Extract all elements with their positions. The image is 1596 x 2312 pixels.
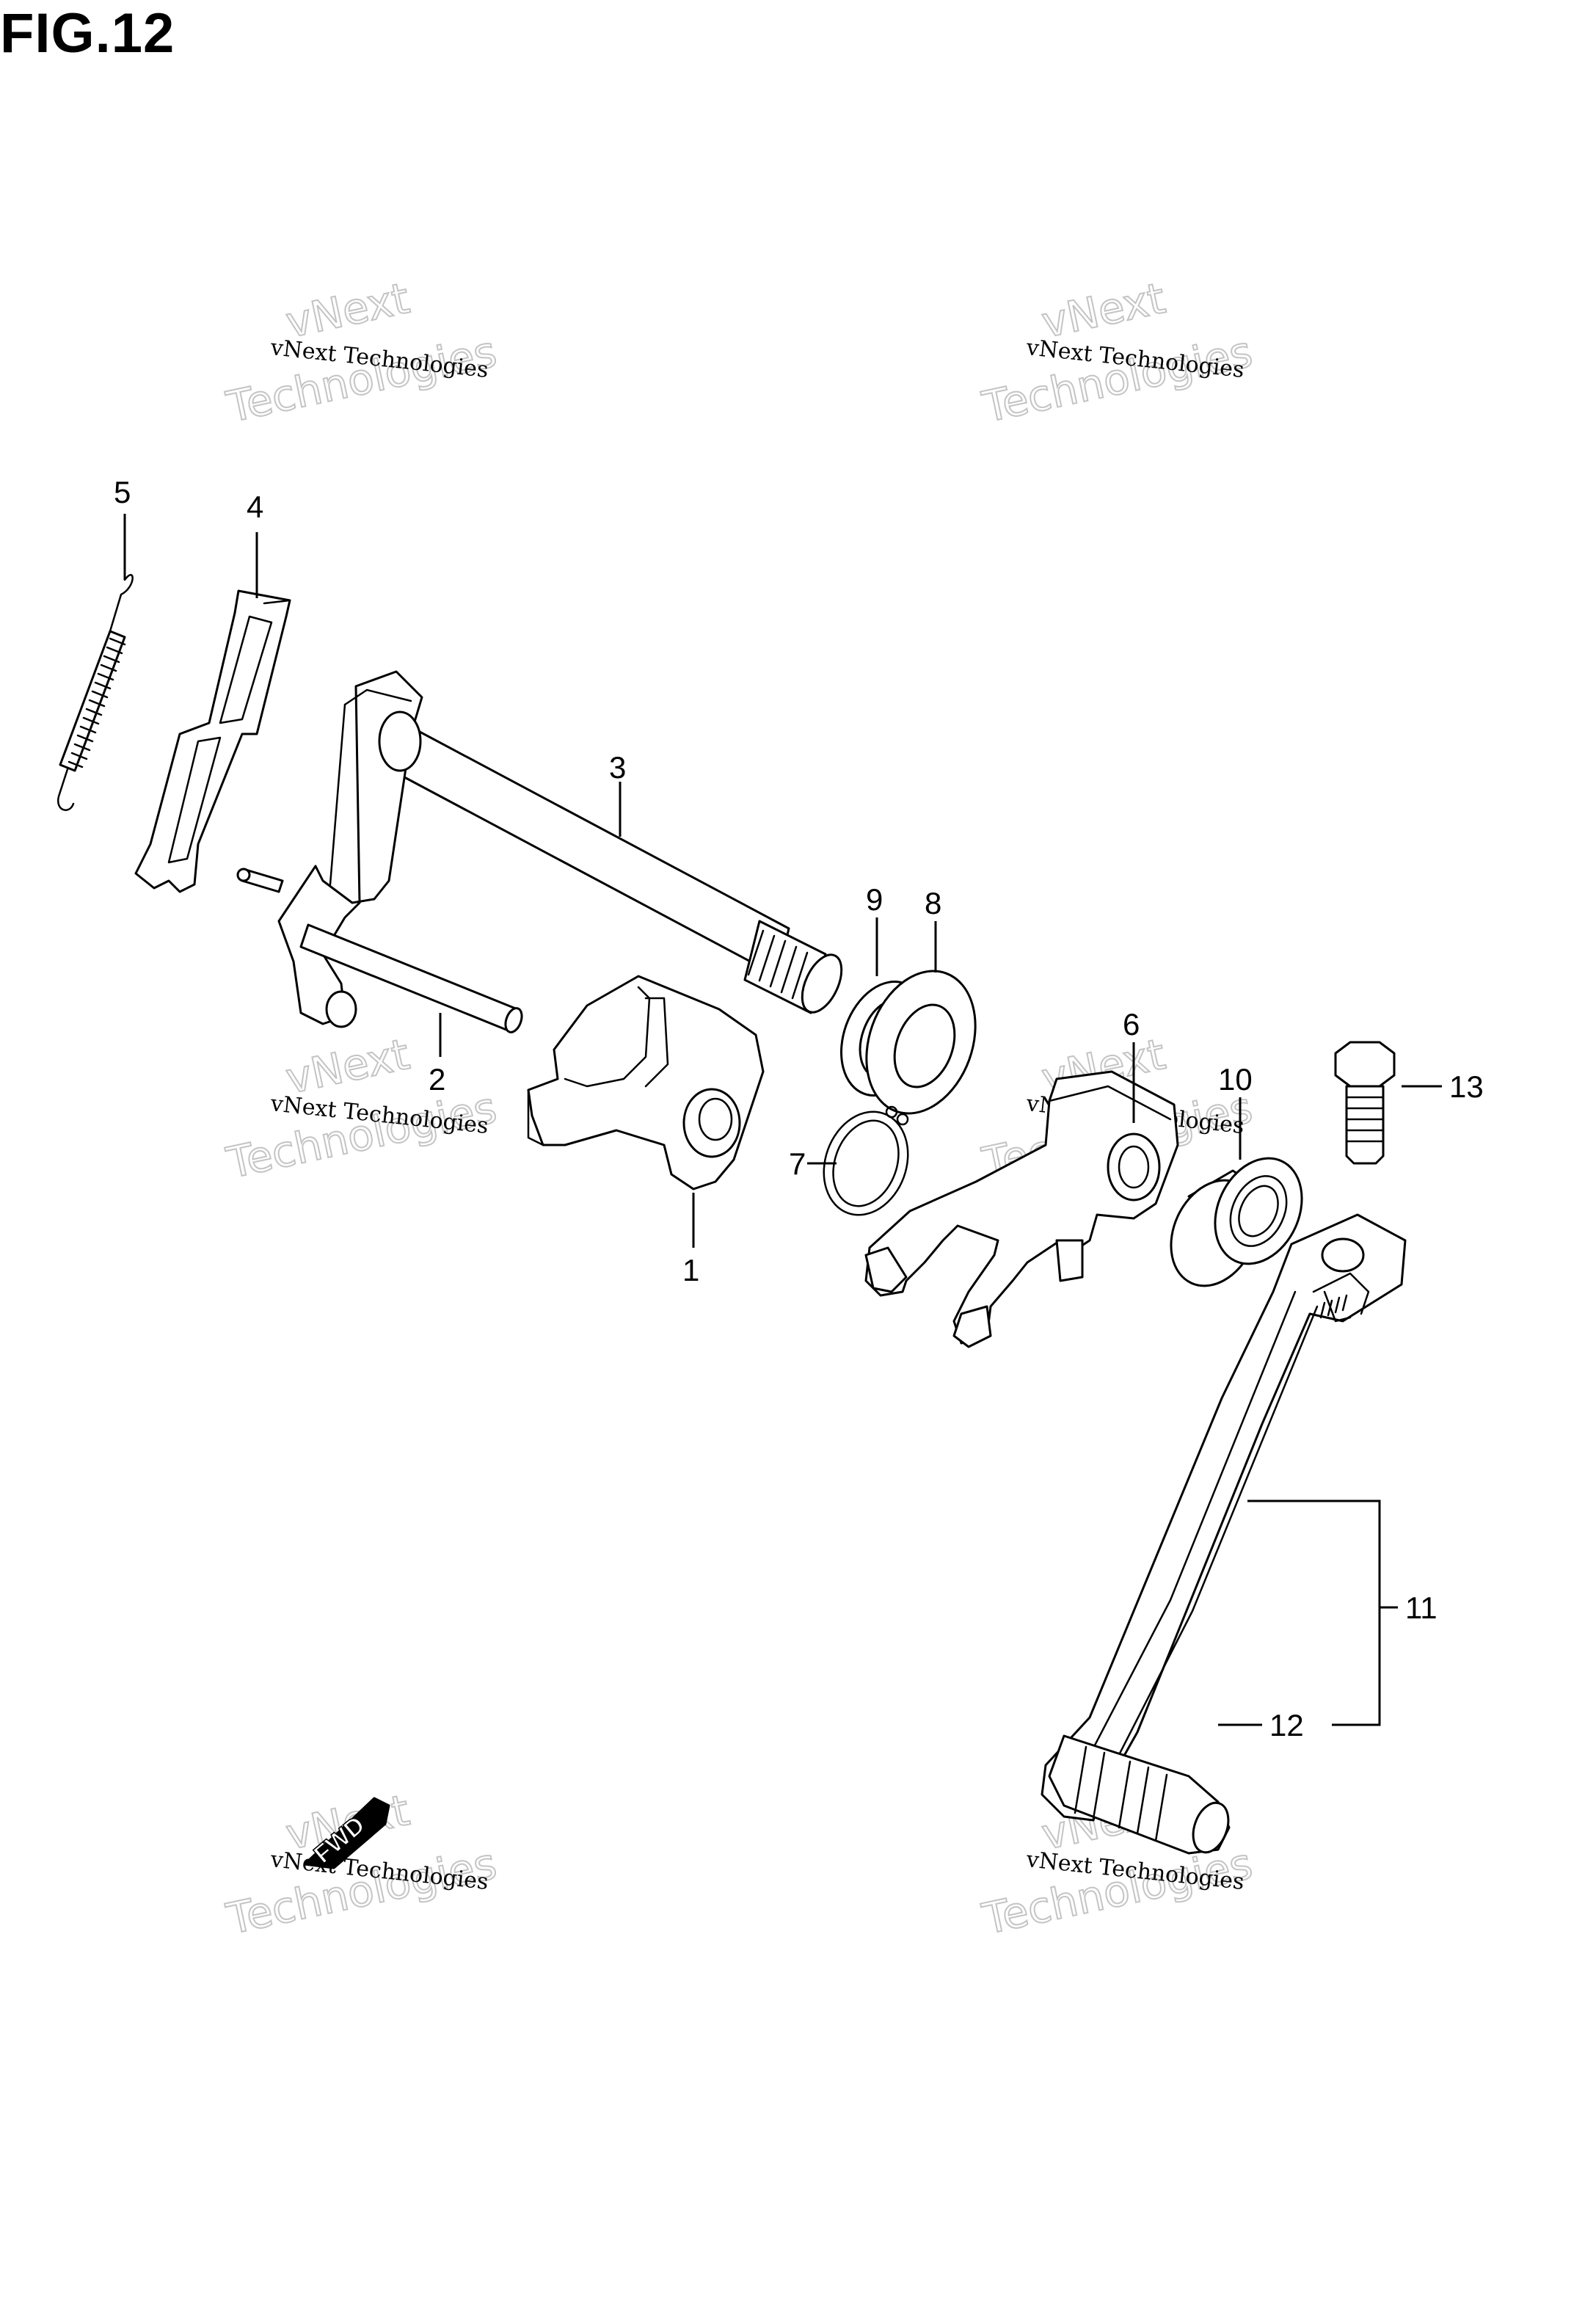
svg-text:vNext: vNext — [282, 1029, 414, 1104]
callout-7: 7 — [789, 1146, 806, 1181]
watermark-top-left: vNext Technologies vNext Technologies — [222, 272, 502, 433]
svg-text:vNext: vNext — [1038, 273, 1170, 348]
circlip-part-7 — [823, 1105, 909, 1216]
lever-part-11 — [1041, 1213, 1407, 1822]
shaft-part-3 — [236, 670, 843, 1028]
callout-1: 1 — [682, 1253, 699, 1287]
callout-13: 13 — [1449, 1069, 1484, 1104]
callout-8: 8 — [925, 886, 941, 920]
bearing-part-10 — [1170, 1157, 1303, 1287]
shift-arm-part-1 — [527, 975, 765, 1190]
callout-10: 10 — [1218, 1062, 1253, 1097]
callout-4: 4 — [247, 490, 263, 524]
svg-text:vNext: vNext — [282, 273, 414, 348]
rod-part-2 — [299, 923, 523, 1033]
callout-labels: 5 4 3 2 1 9 8 7 6 10 13 11 12 — [114, 475, 1484, 1742]
rubber-part-12 — [1048, 1734, 1231, 1855]
callout-11: 11 — [1405, 1591, 1438, 1625]
figure-title: FIG.12 — [0, 2, 175, 65]
callout-3: 3 — [609, 750, 626, 785]
fork-part-6 — [864, 1070, 1179, 1348]
callout-5: 5 — [114, 475, 131, 509]
watermark-mid-left: vNext Technologies vNext Technologies — [222, 1028, 502, 1189]
leader-lines — [123, 514, 1442, 1726]
callout-6: 6 — [1123, 1007, 1140, 1042]
callout-2: 2 — [429, 1062, 445, 1097]
seal-part-8 — [865, 970, 977, 1115]
bolt-part-13 — [1334, 1041, 1396, 1165]
callout-12: 12 — [1269, 1708, 1304, 1742]
callout-9: 9 — [866, 882, 883, 917]
spring-part-5 — [57, 574, 134, 811]
plate-part-4 — [134, 589, 291, 893]
watermark-top-right: vNext Technologies vNext Technologies — [977, 272, 1258, 433]
